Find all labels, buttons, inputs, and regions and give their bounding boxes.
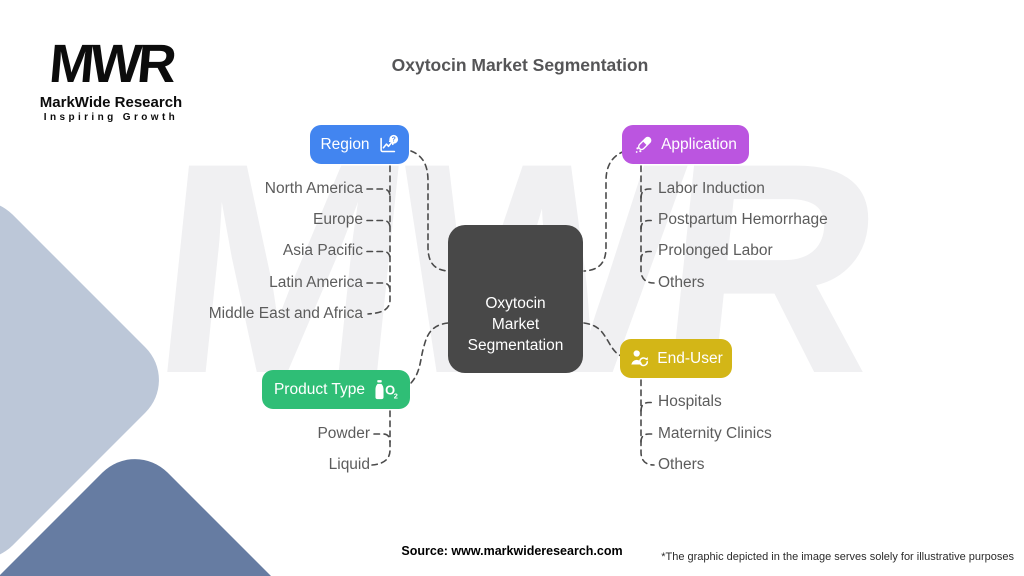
svg-text:?: ? xyxy=(391,136,395,143)
disclaimer-text: *The graphic depicted in the image serve… xyxy=(661,551,1014,563)
connector-region-center xyxy=(410,150,449,272)
logo-name: MarkWide Research xyxy=(39,93,183,111)
node-product-type-label: Product Type xyxy=(273,380,366,398)
connector-enduser-trunk xyxy=(640,379,655,466)
product-type-item: Powder xyxy=(317,425,370,442)
user-refresh-icon xyxy=(629,348,650,369)
node-end-user-label: End-User xyxy=(657,349,723,367)
application-item: Labor Induction xyxy=(658,180,765,197)
application-item: Others xyxy=(658,274,705,291)
connector-region-stub xyxy=(366,188,391,198)
connector-center-product xyxy=(410,322,449,384)
region-item: Middle East and Africa xyxy=(208,305,363,322)
node-application: Application xyxy=(622,125,749,164)
region-item: Europe xyxy=(313,211,363,228)
connector-center-enduser xyxy=(583,322,622,357)
connector-region-stub xyxy=(366,282,391,292)
connector-product-stub xyxy=(373,433,391,443)
center-node-line: Segmentation xyxy=(467,337,564,354)
node-region: Region ? xyxy=(310,125,409,164)
connector-application-stub xyxy=(640,250,655,261)
svg-text:O: O xyxy=(385,382,395,397)
syringe-pill-icon xyxy=(634,135,654,155)
svg-text:2: 2 xyxy=(394,391,398,400)
logo-tagline: Inspiring Growth xyxy=(43,111,179,123)
chart-question-icon: ? xyxy=(377,134,399,156)
application-item: Postpartum Hemorrhage xyxy=(658,211,828,228)
end-user-item: Hospitals xyxy=(658,393,722,410)
connector-application-stub xyxy=(640,188,655,199)
bottle-o2-icon: O 2 xyxy=(372,379,398,401)
markwide-logo: MWR MarkWide Research Inspiring Growth xyxy=(32,34,190,123)
connector-application-trunk xyxy=(640,165,655,284)
region-item: Asia Pacific xyxy=(282,242,363,259)
region-item: North America xyxy=(264,180,363,197)
node-end-user: End-User xyxy=(620,339,732,378)
connector-region-stub xyxy=(366,219,391,229)
connector-application-stub xyxy=(640,219,655,230)
center-node-line: Oxytocin xyxy=(485,295,546,312)
region-item: Latin America xyxy=(269,274,363,291)
connector-enduser-stub xyxy=(640,401,655,412)
application-item: Prolonged Labor xyxy=(658,242,773,259)
connector-application-center xyxy=(583,150,626,272)
node-region-label: Region xyxy=(320,135,370,153)
source-text: Source: www.markwideresearch.com xyxy=(401,544,623,558)
connector-product-trunk xyxy=(371,410,391,466)
connector-region-trunk xyxy=(367,165,391,315)
node-product-type: Product Type O 2 xyxy=(262,370,410,409)
node-application-label: Application xyxy=(661,135,737,153)
page-title: Oxytocin Market Segmentation xyxy=(391,55,649,75)
end-user-item: Others xyxy=(658,456,705,473)
center-node-line: Market xyxy=(491,316,540,333)
center-node: Oxytocin Market Segmentation xyxy=(448,225,583,373)
connector-region-stub xyxy=(366,250,391,260)
end-user-item: Maternity Clinics xyxy=(658,425,772,442)
connector-enduser-stub xyxy=(640,433,655,443)
product-type-item: Liquid xyxy=(328,456,370,473)
